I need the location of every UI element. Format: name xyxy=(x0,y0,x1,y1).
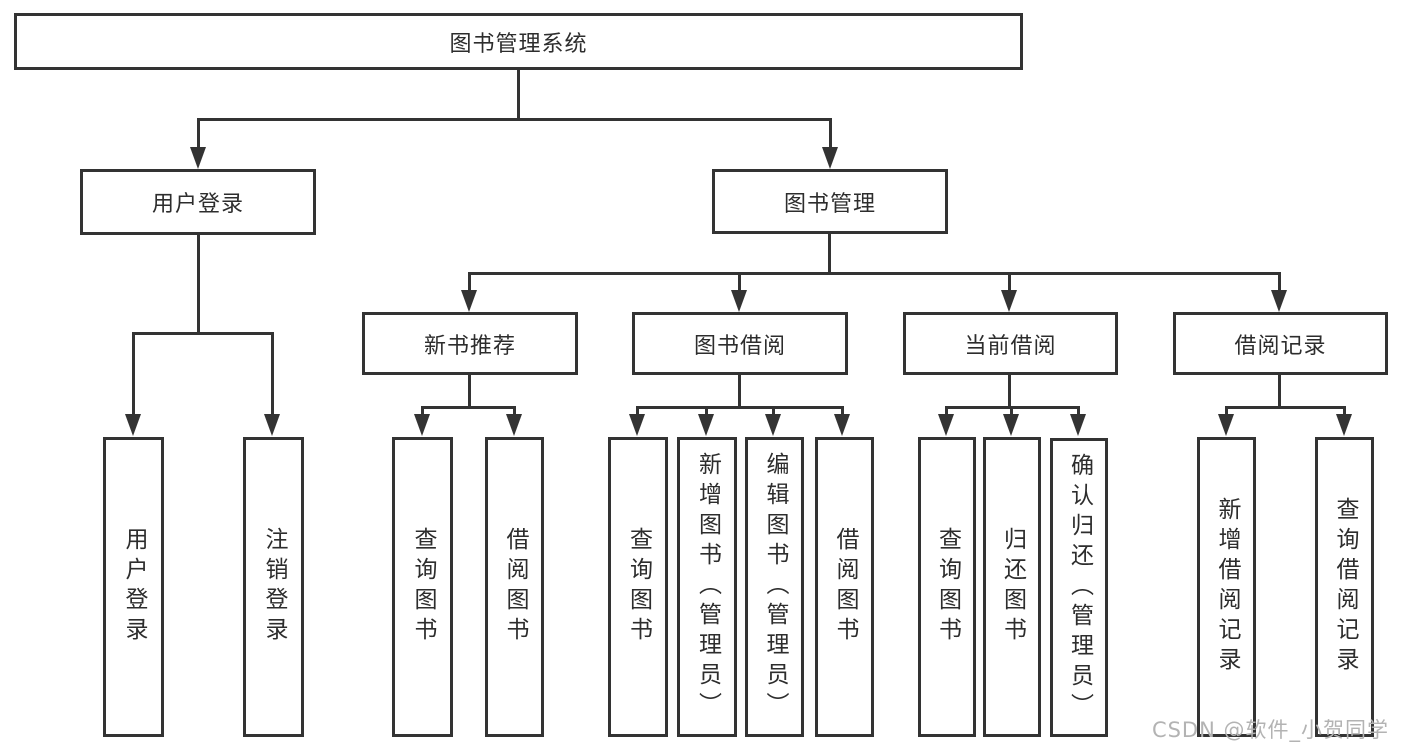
arrow-down-icon xyxy=(506,414,522,436)
node-user-login: 用户登录 xyxy=(80,169,316,235)
node-label: 确认归还（管理员） xyxy=(1066,452,1093,723)
node-label: 新书推荐 xyxy=(423,333,516,359)
arrow-down-icon xyxy=(190,147,206,169)
connector-drop-current-borrow xyxy=(1008,272,1011,291)
leaf-query-books-recommend: 查询图书 xyxy=(392,437,453,737)
node-label: 图书借阅 xyxy=(693,333,786,359)
connector-drop-leaf xyxy=(1010,406,1013,416)
connector-drop-leaf xyxy=(636,406,639,416)
arrow-down-icon xyxy=(834,414,850,436)
node-label: 查询图书 xyxy=(934,527,961,647)
connector-new-book-rail xyxy=(421,406,516,409)
node-label: 查询借阅记录 xyxy=(1332,497,1358,677)
connector-current-borrow-stem xyxy=(1008,374,1011,409)
connector-book-borrow-stem xyxy=(738,374,741,409)
arrow-down-icon xyxy=(414,414,430,436)
arrow-down-icon xyxy=(461,290,477,312)
node-label: 编辑图书（管理员） xyxy=(762,452,788,722)
arrow-down-icon xyxy=(1070,414,1086,436)
node-new-book-recommend: 新书推荐 xyxy=(362,312,578,375)
arrow-down-icon xyxy=(1001,290,1017,312)
node-library-system: 图书管理系统 xyxy=(14,13,1023,70)
csdn-watermark: CSDN @软件_小贺同学 xyxy=(1151,718,1389,742)
connector-new-book-stem xyxy=(468,374,471,409)
arrow-down-icon xyxy=(125,414,141,436)
leaf-logout: 注销登录 xyxy=(243,437,304,737)
connector-drop-book-management xyxy=(829,118,832,150)
connector-drop-leaf xyxy=(945,406,948,416)
connector-drop-leaf xyxy=(705,406,708,416)
connector-book-management-rail xyxy=(468,272,1281,275)
leaf-query-borrow-record: 查询借阅记录 xyxy=(1315,437,1374,737)
connector-book-borrow-rail xyxy=(636,406,844,409)
arrow-down-icon xyxy=(1271,290,1287,312)
node-label: 用户登录 xyxy=(151,192,244,217)
connector-drop-new-book xyxy=(468,272,471,291)
connector-user-login-rail xyxy=(132,332,274,335)
node-label: 查询图书 xyxy=(410,527,436,647)
node-label: 借阅图书 xyxy=(502,527,528,647)
node-label: 新增图书（管理员） xyxy=(694,452,721,722)
leaf-return-books: 归还图书 xyxy=(983,437,1041,737)
connector-drop-leaf xyxy=(513,406,516,416)
node-current-borrow: 当前借阅 xyxy=(903,312,1118,375)
leaf-borrow-books-recommend: 借阅图书 xyxy=(485,437,544,737)
leaf-edit-book-admin: 编辑图书（管理员） xyxy=(745,437,804,737)
connector-drop-leaf xyxy=(1343,406,1346,416)
node-label: 新增借阅记录 xyxy=(1214,497,1240,677)
node-label: 归还图书 xyxy=(999,527,1026,647)
connector-root-rail xyxy=(197,118,832,121)
connector-borrow-records-stem xyxy=(1278,374,1281,409)
node-borrow-records: 借阅记录 xyxy=(1173,312,1388,375)
node-label: 当前借阅 xyxy=(964,333,1057,359)
arrow-down-icon xyxy=(731,290,747,312)
arrow-down-icon xyxy=(1336,414,1352,436)
connector-drop-leaf xyxy=(271,332,274,416)
node-label: 借阅记录 xyxy=(1234,333,1327,359)
arrow-down-icon xyxy=(938,414,954,436)
connector-book-management-stem xyxy=(828,234,831,275)
connector-drop-user-login xyxy=(197,118,200,150)
leaf-query-books-borrow: 查询图书 xyxy=(608,437,668,737)
node-book-borrow: 图书借阅 xyxy=(632,312,848,375)
connector-drop-borrow-records xyxy=(1278,272,1281,291)
node-label: 图书管理系统 xyxy=(449,31,588,57)
connector-drop-leaf xyxy=(841,406,844,416)
leaf-confirm-return-admin: 确认归还（管理员） xyxy=(1050,438,1108,737)
connector-root-stem xyxy=(517,68,520,121)
connector-drop-leaf xyxy=(132,332,135,416)
leaf-user-login: 用户登录 xyxy=(103,437,164,737)
connector-borrow-records-rail xyxy=(1225,406,1344,409)
node-book-management: 图书管理 xyxy=(712,169,948,234)
arrow-down-icon xyxy=(264,414,280,436)
connector-drop-leaf xyxy=(772,406,775,416)
node-label: 图书管理 xyxy=(783,191,876,217)
connector-drop-leaf xyxy=(1225,406,1228,416)
node-label: 借阅图书 xyxy=(832,527,858,647)
arrow-down-icon xyxy=(698,414,714,436)
arrow-down-icon xyxy=(822,147,838,169)
node-label: 注销登录 xyxy=(261,527,287,647)
connector-drop-book-borrow xyxy=(738,272,741,291)
leaf-add-book-admin: 新增图书（管理员） xyxy=(677,437,737,737)
arrow-down-icon xyxy=(1003,414,1019,436)
connector-drop-leaf xyxy=(1077,406,1080,416)
arrow-down-icon xyxy=(1218,414,1234,436)
leaf-add-borrow-record: 新增借阅记录 xyxy=(1197,437,1256,737)
leaf-borrow-books: 借阅图书 xyxy=(815,437,874,737)
leaf-query-books-current: 查询图书 xyxy=(918,437,976,737)
connector-user-login-stem xyxy=(197,235,200,335)
connector-drop-leaf xyxy=(421,406,424,416)
node-label: 用户登录 xyxy=(121,527,147,647)
node-label: 查询图书 xyxy=(625,527,652,647)
arrow-down-icon xyxy=(765,414,781,436)
arrow-down-icon xyxy=(629,414,645,436)
